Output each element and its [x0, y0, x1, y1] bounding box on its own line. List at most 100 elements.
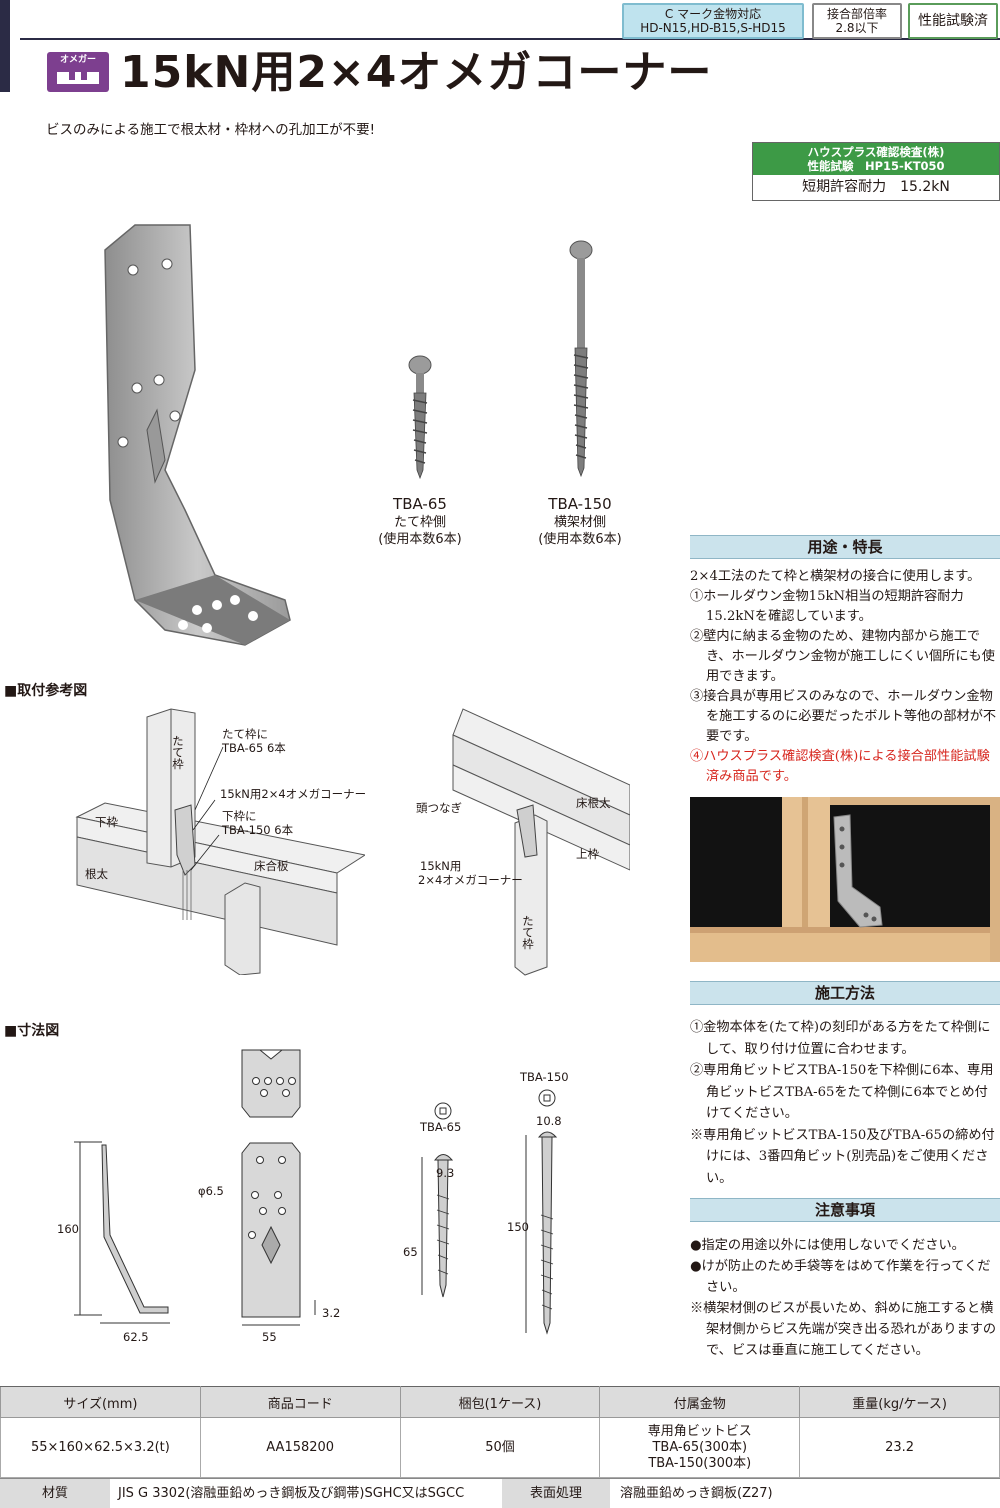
method-item-2: ②専用角ビットビスTBA-150を下枠側に6本、専用角ビットビスTBA-65をた…: [690, 1063, 994, 1121]
surface-value: 溶融亜鉛めっき鋼板(Z27): [620, 1486, 773, 1501]
screw-b-caption: TBA-150 横架材側 (使用本数6本): [520, 494, 640, 548]
cmark-badge: C マーク金物対応 HD-N15,HD-B15,S-HD15: [622, 3, 804, 39]
notes-heading: 注意事項: [690, 1198, 1000, 1222]
notes-item-1: ●指定の用途以外には使用しないでください。: [690, 1238, 965, 1253]
dim-phi: φ6.5: [198, 1184, 224, 1198]
screw-b-count: (使用本数6本): [538, 532, 622, 547]
logo-text: オメガー: [59, 55, 96, 65]
dims-heading: ■寸法図: [4, 1023, 60, 1039]
screw-a-name: TBA-65: [393, 495, 447, 513]
install-diagram-right: [452, 708, 630, 976]
cell-weight: 23.2: [799, 1417, 1000, 1478]
dim-l65: 65: [403, 1245, 418, 1259]
cert-capacity: 短期許容耐力 15.2kN: [802, 179, 950, 195]
table-row: 55×160×62.5×3.2(t) AA158200 50個 専用角ビットビス…: [0, 1417, 1000, 1478]
material-label: 材質: [0, 1479, 110, 1508]
label-tatewaku: たて枠: [171, 735, 185, 770]
label-product: 15kN用2×4オメガコーナー: [220, 787, 367, 801]
screw-tba150-photo: [569, 240, 593, 478]
label-tatewaku-ni: たて枠に: [222, 727, 268, 741]
dim-h160: 160: [57, 1222, 79, 1236]
surface-label: 表面処理: [502, 1479, 610, 1508]
label-uwawaku: 上枠: [576, 847, 599, 861]
screw-a-side: たて枠側: [393, 515, 446, 530]
label-atamatsunagi: 頭つなぎ: [416, 801, 462, 815]
cell-size: 55×160×62.5×3.2(t): [0, 1417, 201, 1478]
material-row: 材質 JIS G 3302(溶融亜鉛めっき鋼板及び鋼帯)SGHC又はSGCC 表…: [0, 1478, 1000, 1508]
cert-line2: 性能試験 HP15-KT050: [807, 159, 945, 173]
usage-item-3: ③接合具が専用ビスのみなので、ホールダウン金物を施工するのに必要だったボルト等他…: [690, 689, 997, 744]
spec-table: サイズ(mm) 商品コード 梱包(1ケース) 付属金物 重量(kg/ケース) 5…: [0, 1386, 1000, 1478]
accent-bar: [0, 0, 10, 92]
ratio-line1: 接合部倍率: [826, 7, 887, 21]
usage-item-4: ④ハウスプラス確認検査(株)による接合部性能試験済み商品です。: [690, 749, 990, 784]
dim-d108: 10.8: [536, 1114, 562, 1128]
screw-a-caption: TBA-65 たて枠側 (使用本数6本): [360, 494, 480, 548]
accessory-line3: TBA-150(300本): [648, 1455, 752, 1471]
label-product-l2: 2×4オメガコーナー: [418, 873, 523, 887]
dim-w62: 62.5: [123, 1330, 149, 1344]
label-shitawaku: 下枠: [95, 815, 118, 829]
bracket-photo: [104, 224, 291, 646]
usage-text: 2×4工法のたて枠と横架材の接合に使用します。 ①ホールダウン金物15kN相当の…: [690, 567, 1000, 787]
label-tba65-6: TBA-65 6本: [222, 741, 286, 755]
cert-box: ハウスプラス確認検査(株) 性能試験 HP15-KT050 短期許容耐力 15.…: [752, 142, 1000, 201]
label-shitawaku-ni: 下枠に: [222, 809, 257, 823]
method-item-3: ※専用角ビットビスTBA-150及びTBA-65の締め付けには、3番四角ビット(…: [690, 1127, 995, 1186]
dim-tba150: TBA-150: [520, 1070, 569, 1084]
method-text: ①金物本体を(たて枠)の刻印がある方をたて枠側にして、取り付け位置に合わせます。…: [690, 1017, 1000, 1189]
cmark-line2: HD-N15,HD-B15,S-HD15: [640, 21, 786, 35]
label-yukagoita: 床合板: [254, 859, 289, 873]
screw-b-side: 横架材側: [553, 515, 606, 530]
screw-tba65-photo: [408, 355, 432, 480]
cell-code: AA158200: [199, 1417, 401, 1478]
cell-accessory: 専用角ビットビス TBA-65(300本) TBA-150(300本): [599, 1417, 801, 1478]
cert-header: ハウスプラス確認検査(株) 性能試験 HP15-KT050: [753, 143, 999, 175]
spec-header-row: サイズ(mm) 商品コード 梱包(1ケース) 付属金物 重量(kg/ケース): [0, 1386, 1000, 1418]
col-code: 商品コード: [199, 1386, 401, 1418]
screw-a-count: (使用本数6本): [378, 532, 462, 547]
install-diagram-left: [75, 708, 365, 975]
label-nebuto: 根太: [85, 867, 108, 881]
title-rule: [20, 38, 1000, 40]
screw-b-name: TBA-150: [548, 495, 612, 513]
cmark-line1: C マーク金物対応: [664, 7, 762, 21]
col-accessory: 付属金物: [599, 1386, 801, 1418]
dim-d93: 9.3: [436, 1166, 455, 1180]
subtitle: ビスのみによる施工で根太材・枠材への孔加工が不要!: [46, 122, 376, 138]
usage-heading: 用途・特長: [690, 535, 1000, 559]
accessory-line1: 専用角ビットビス: [647, 1423, 752, 1439]
material-value: JIS G 3302(溶融亜鉛めっき鋼板及び鋼帯)SGHC又はSGCC: [118, 1486, 465, 1501]
omega-mark-icon: [57, 72, 99, 84]
notes-item-2: ●けが防止のため手袋等をはめて作業を行ってください。: [690, 1259, 991, 1295]
ratio-line2: 2.8以下: [835, 21, 879, 35]
method-item-1: ①金物本体を(たて枠)の刻印がある方をたて枠側にして、取り付け位置に合わせます。: [690, 1020, 991, 1057]
install-heading: ■取付参考図: [4, 683, 88, 699]
label-tatewaku-2: たて枠: [521, 915, 535, 950]
dim-l150: 150: [507, 1220, 529, 1234]
method-heading: 施工方法: [690, 981, 1000, 1005]
col-weight: 重量(kg/ケース): [799, 1386, 1000, 1418]
col-size: サイズ(mm): [0, 1386, 201, 1418]
label-yukanebuto: 床根太: [576, 796, 611, 810]
col-pack: 梱包(1ケース): [399, 1386, 601, 1418]
usage-item-2: ②壁内に納まる金物のため、建物内部から施工でき、ホールダウン金物が施工しにくい個…: [690, 629, 995, 684]
label-product-l1: 15kN用: [420, 859, 462, 873]
tested-badge: 性能試験済: [908, 3, 998, 39]
cert-line1: ハウスプラス確認検査(株): [807, 145, 945, 159]
notes-item-3: ※横架材側のビスが長いため、斜めに施工すると横架材側からビス先端が突き出る恐れが…: [690, 1301, 997, 1358]
cell-pack: 50個: [399, 1417, 601, 1478]
page-title: 15kN用2×4オメガコーナー: [120, 47, 713, 98]
usage-intro: 2×4工法のたて枠と横架材の接合に使用します。: [690, 569, 981, 584]
label-tba150-6: TBA-150 6本: [222, 823, 294, 837]
dim-w55: 55: [262, 1330, 277, 1344]
dim-t32: 3.2: [322, 1306, 341, 1320]
dim-tba65: TBA-65: [420, 1120, 462, 1134]
installed-photo: [690, 797, 1000, 962]
notes-text: ●指定の用途以外には使用しないでください。 ●けが防止のため手袋等をはめて作業を…: [690, 1235, 1000, 1361]
accessory-line2: TBA-65(300本): [652, 1439, 748, 1455]
ratio-badge: 接合部倍率 2.8以下: [812, 3, 902, 39]
tested-label: 性能試験済: [918, 13, 988, 29]
dimension-drawings: [74, 1049, 558, 1335]
usage-item-1: ①ホールダウン金物15kN相当の短期許容耐力15.2kNを確認しています。: [690, 589, 964, 624]
